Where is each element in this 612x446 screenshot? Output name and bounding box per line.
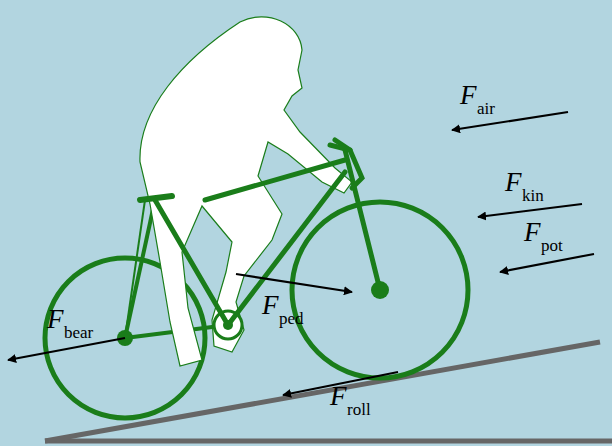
kinetic-force-arrow bbox=[478, 204, 582, 217]
force-subscript: air bbox=[477, 100, 495, 117]
force-subscript: pot bbox=[541, 237, 563, 254]
force-subscript: bear bbox=[64, 324, 93, 341]
bearing-force-arrow bbox=[8, 338, 125, 360]
force-arrows bbox=[8, 112, 594, 395]
force-symbol: F bbox=[330, 383, 347, 410]
force-symbol: F bbox=[460, 82, 477, 109]
force-subscript: roll bbox=[347, 401, 371, 418]
rider-silhouette bbox=[140, 17, 352, 366]
pedal-force-arrow bbox=[236, 274, 352, 292]
ground-line bbox=[45, 439, 612, 444]
force-symbol: F bbox=[47, 306, 64, 333]
force-subscript: kin bbox=[522, 187, 544, 204]
front-axle bbox=[371, 281, 389, 299]
force-symbol: F bbox=[524, 219, 541, 246]
potential-force-arrow bbox=[500, 254, 594, 272]
force-subscript: ped bbox=[279, 310, 304, 327]
front-wheel bbox=[292, 202, 468, 378]
crank-axle bbox=[223, 320, 233, 330]
force-symbol: F bbox=[262, 292, 279, 319]
bike-frame bbox=[140, 140, 380, 325]
chainring bbox=[214, 311, 242, 339]
force-symbol: F bbox=[505, 169, 522, 196]
air-force-arrow bbox=[452, 112, 568, 130]
